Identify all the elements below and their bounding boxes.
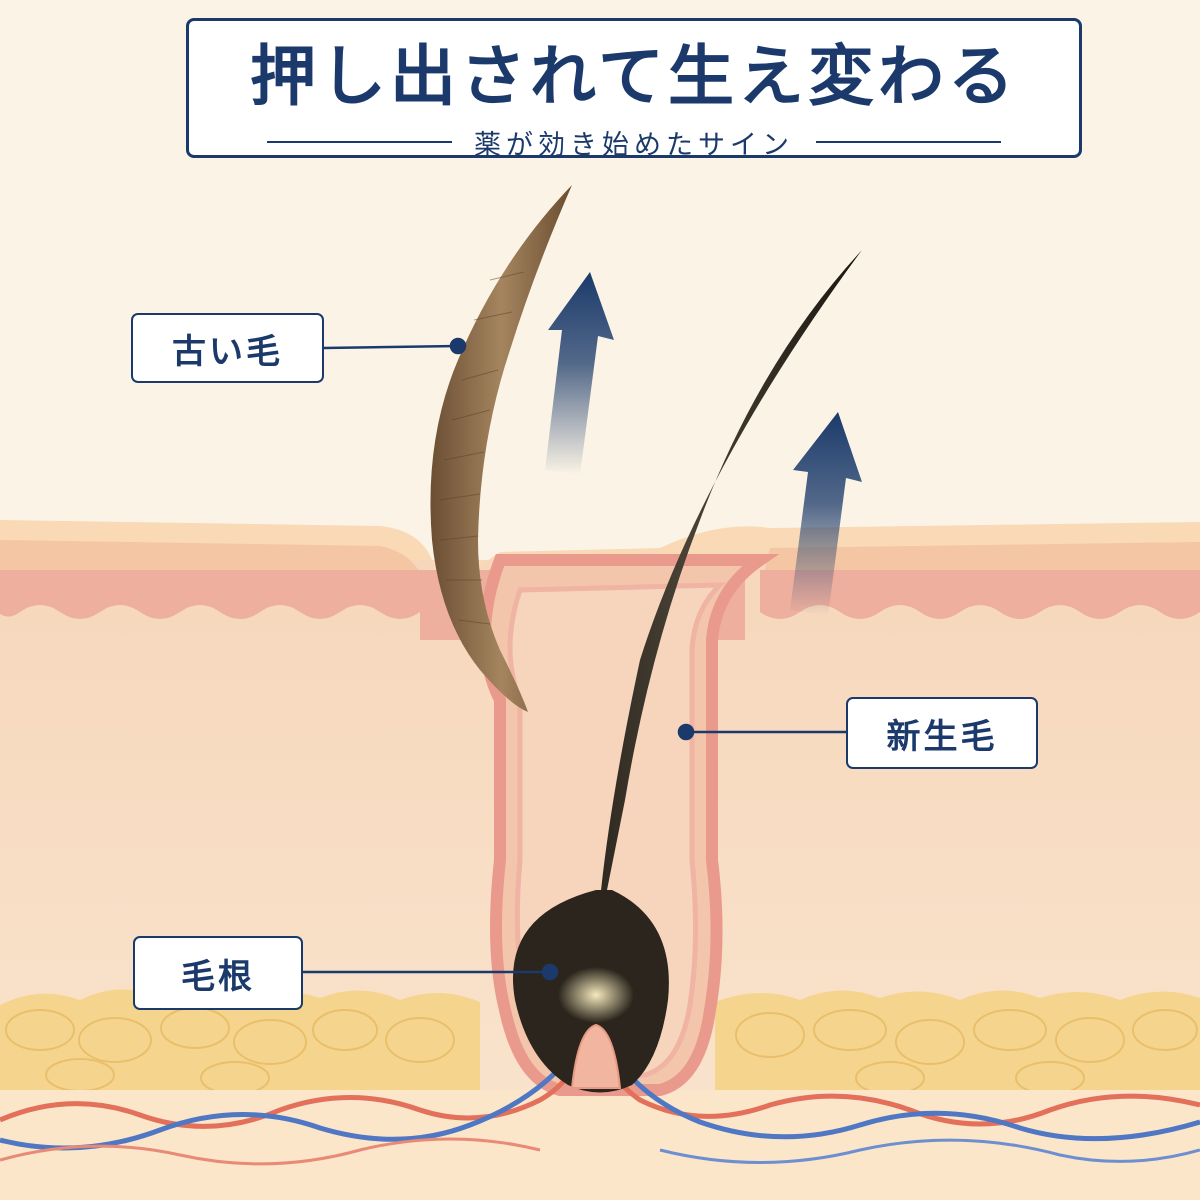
hair-root-label: 毛根 <box>133 936 303 1010</box>
arrow-old-hair <box>545 272 614 475</box>
subtitle-row: 薬が効き始めたサイン <box>267 127 1001 161</box>
lower-tissue <box>0 1090 1200 1200</box>
artery-vessel-2 <box>0 1137 541 1166</box>
dermal-papilla <box>570 1023 622 1089</box>
dermal-papilla-glow <box>558 967 634 1023</box>
old-hair-label: 古い毛 <box>131 313 324 383</box>
fat-layer <box>0 989 1200 1090</box>
vein-vessel-2 <box>659 1138 1200 1164</box>
title-box: 押し出されて生え変わる 薬が効き始めたサイン <box>186 18 1082 161</box>
arrow-new-hair <box>790 412 862 616</box>
new-hair-label: 新生毛 <box>846 697 1038 769</box>
page-title: 押し出されて生え変わる <box>249 38 1019 115</box>
subtitle-rule-left <box>267 141 452 143</box>
leader-lines <box>303 337 846 981</box>
subtitle-rule-right <box>816 141 1001 143</box>
page-subtitle: 薬が効き始めたサイン <box>474 129 794 161</box>
old-hair-texture <box>439 271 525 625</box>
